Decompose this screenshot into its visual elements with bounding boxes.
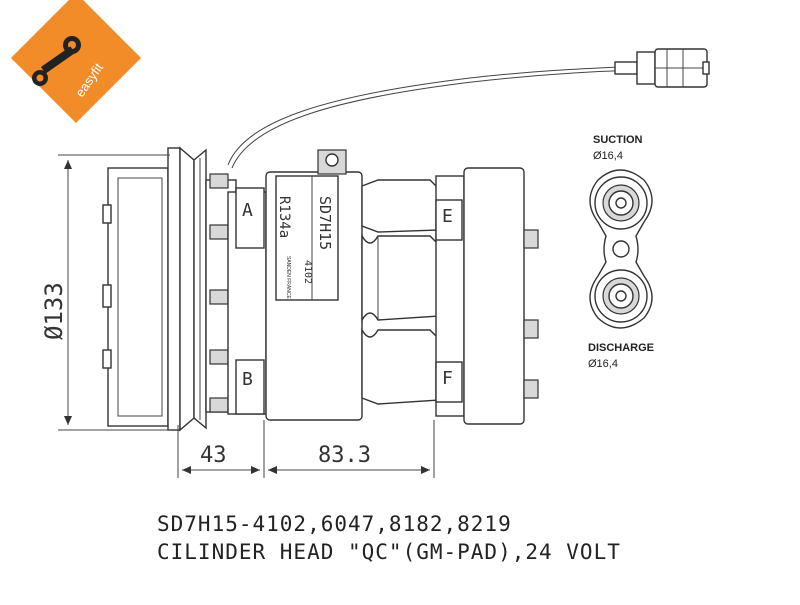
discharge-port [594,269,648,323]
bolt [209,349,229,365]
mounting-hole [612,240,630,258]
diameter-dimension: Ø133 [40,154,170,431]
discharge-size: Ø16,4 [588,358,618,370]
port-b-label: B [242,369,253,390]
caption-line-1: SD7H15-4102,6047,8182,8219 [157,512,512,536]
compressor-body: SD7H15 4102 R134a SANDEN FRANCE [265,149,363,421]
port-a-label: A [242,200,253,221]
bolt [523,379,539,399]
bolt [523,229,539,249]
suction-label: SUCTION [593,134,643,146]
nameplate [275,175,339,301]
wrench-icon [32,36,81,86]
body-length-label: 83.3 [318,443,371,468]
diameter-label: Ø133 [40,282,68,340]
bolt [523,319,539,339]
port-pad: SUCTION Ø16,4 DISCHARGE Ø16,4 [588,134,654,370]
maker-label: SANDEN FRANCE [285,256,291,299]
easyfit-logo: easyfit [10,0,142,124]
bolt [209,173,229,189]
logo-diamond [10,0,142,124]
port-e-block [435,199,463,241]
electrical-cable [227,48,710,169]
bolt [209,289,229,305]
clutch-width-label: 43 [200,443,227,468]
rear-head: E F [435,167,539,425]
length-dimensions: 43 83.3 [177,420,435,478]
port-f-label: F [442,368,453,389]
suction-size: Ø16,4 [593,150,623,162]
caption-line-2: CILINDER HEAD "QC"(GM-PAD),24 VOLT [157,540,621,564]
port-a-block: A [235,187,265,249]
port-f-block [435,361,463,403]
model-label: SD7H15 [316,196,334,250]
port-b-block: B [235,359,265,415]
suction-port [594,176,648,230]
bolt [209,397,229,413]
part-label: 4102 [302,260,313,284]
discharge-label: DISCHARGE [588,342,654,354]
refrigerant-label: R134a [276,196,292,238]
clutch-pulley [102,146,207,432]
cylinders [361,179,441,405]
bolt [209,224,229,240]
port-e-label: E [442,206,453,227]
